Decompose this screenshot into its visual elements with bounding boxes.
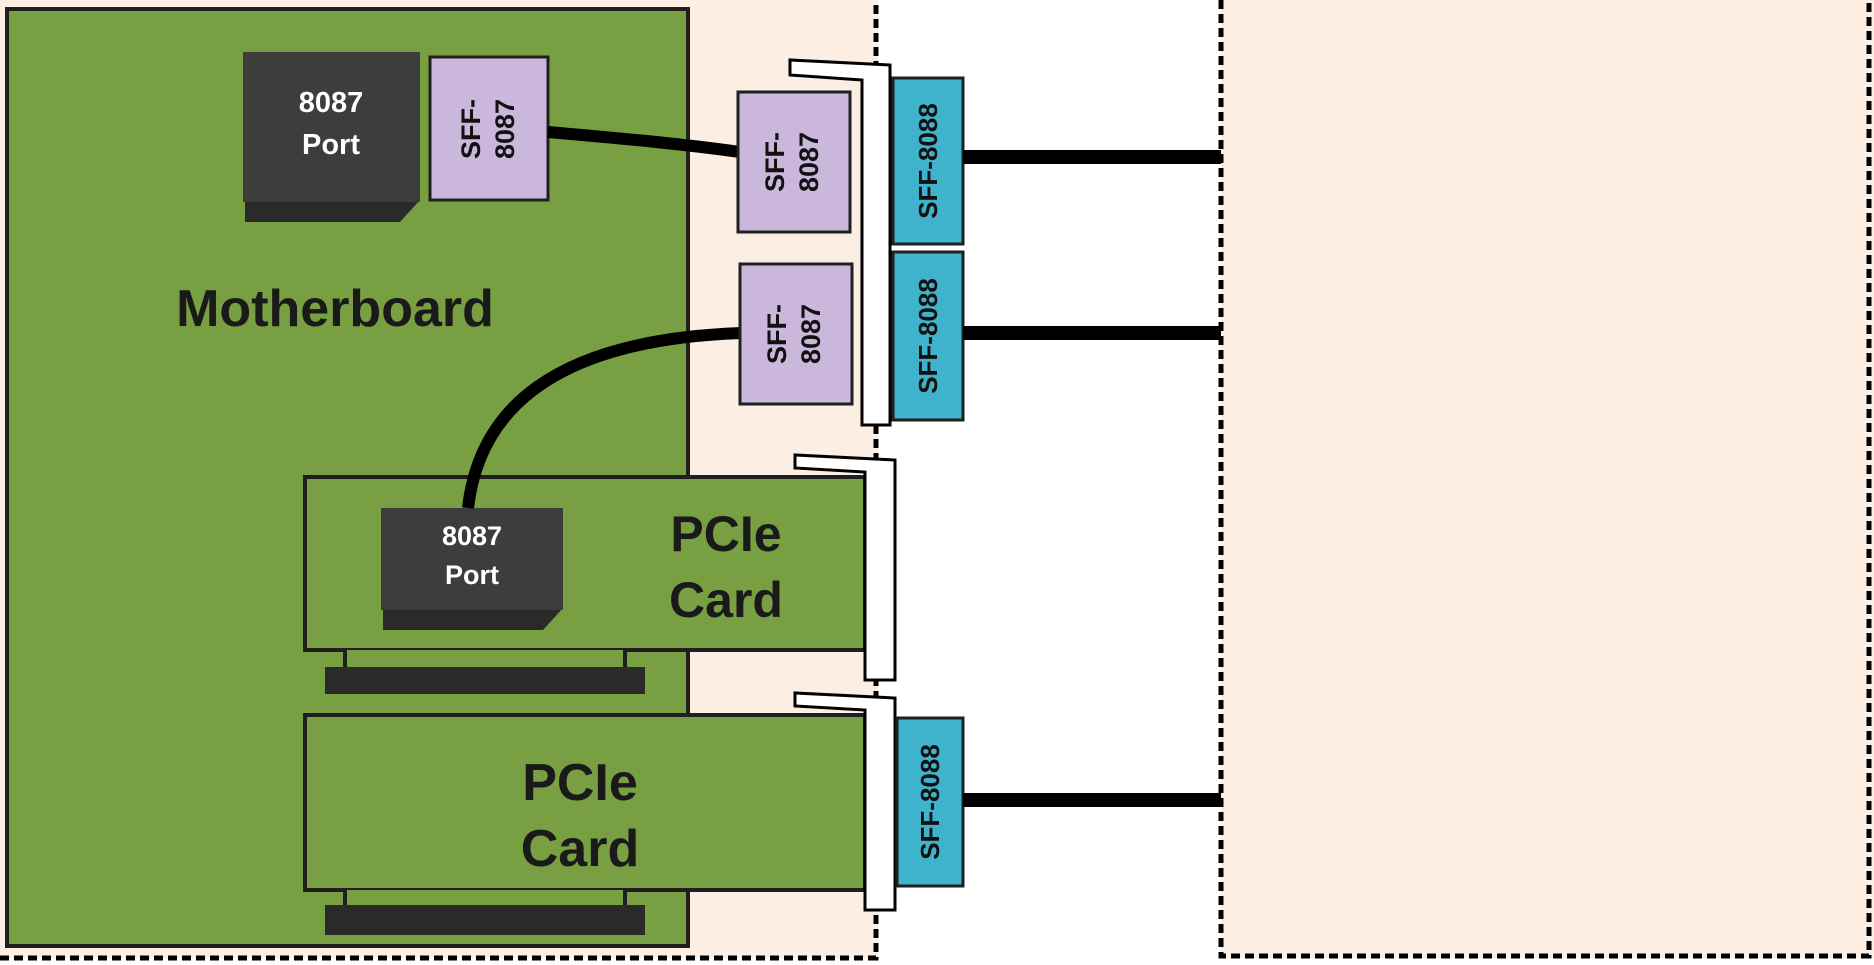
bracket-conn1-label-line1: SFF- bbox=[760, 132, 790, 192]
pcie-card-1-label-line1: PCIe bbox=[670, 506, 781, 562]
bracket-sff-8087-connector-1 bbox=[736, 90, 852, 234]
bracket-conn2-label-line2: 8087 bbox=[796, 304, 826, 364]
bracket-ext1-label: SFF-8088 bbox=[913, 103, 943, 219]
pcie-card-2-ext-label: SFF-8088 bbox=[915, 744, 945, 860]
cable-motherboard-to-bracket bbox=[547, 126, 741, 158]
pcie-card-2-label-line2: Card bbox=[521, 820, 639, 878]
pcie-card-1-port-label-line1: 8087 bbox=[442, 521, 502, 551]
bracket-conn1-label-line2: 8087 bbox=[794, 132, 824, 192]
external-enclosure-border bbox=[1218, 0, 1872, 959]
bracket-pcie-card-1 bbox=[793, 453, 897, 682]
bracket-ext2-label: SFF-8088 bbox=[913, 278, 943, 394]
bracket-sff-8087-connector-2 bbox=[738, 262, 854, 406]
pcie-card-2 bbox=[303, 713, 867, 935]
motherboard-sff-8087-connector bbox=[428, 55, 550, 202]
external-enclosure bbox=[1221, 0, 1874, 958]
bracket-pcie-card-2 bbox=[793, 691, 897, 912]
pcie-card-1-label-line2: Card bbox=[669, 572, 783, 628]
pcie-card-1-8087-port bbox=[381, 508, 563, 630]
motherboard-8087-port bbox=[243, 52, 420, 222]
bracket-conn2-label-line1: SFF- bbox=[762, 304, 792, 364]
motherboard-connector-label-line2: 8087 bbox=[490, 99, 520, 159]
pcie-card-2-sff-8088-connector bbox=[895, 716, 965, 888]
cable-pcie-port-to-bracket bbox=[462, 327, 743, 509]
bracket-sff-8088-connector-1 bbox=[891, 76, 965, 246]
motherboard-connector-label-line1: SFF- bbox=[456, 99, 486, 159]
pcie-card-1-port-label-line2: Port bbox=[445, 560, 499, 590]
motherboard-port-label-line2: Port bbox=[302, 129, 360, 161]
pcie-card-2-label-line1: PCIe bbox=[522, 754, 638, 812]
motherboard-port-label-line1: 8087 bbox=[299, 87, 364, 119]
motherboard-label: Motherboard bbox=[176, 280, 494, 338]
bracket-top bbox=[788, 58, 892, 427]
